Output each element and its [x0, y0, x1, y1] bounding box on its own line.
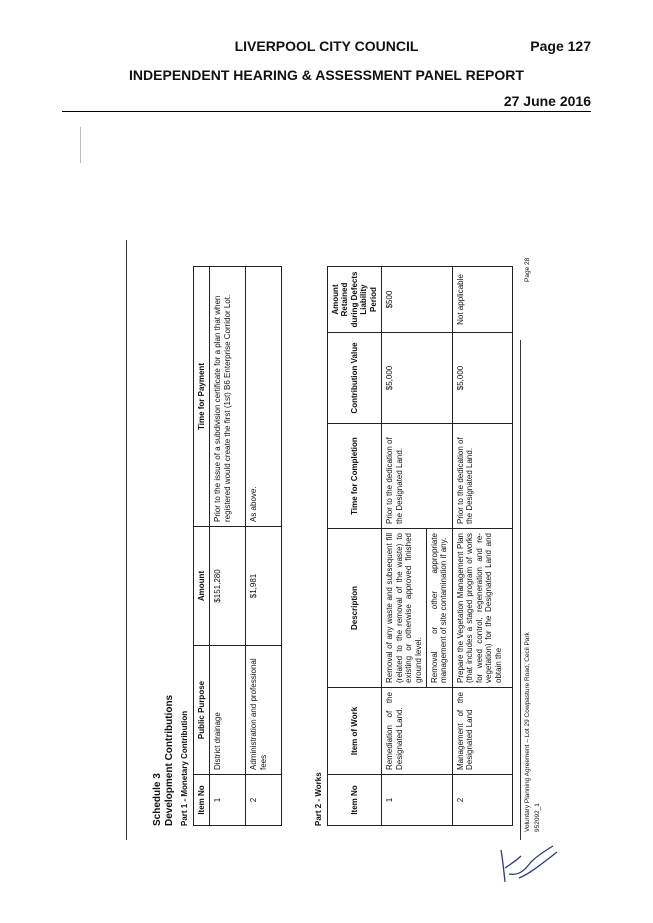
amount-retained: $500: [381, 266, 453, 333]
col-contribution-value: Contribution Value: [327, 332, 382, 424]
table-row: 1 District drainage $151,280 Prior to th…: [209, 266, 246, 826]
item-of-work: Management of the Designated Land: [452, 687, 513, 775]
description: Removal of any waste and subsequent fill…: [381, 528, 427, 688]
doc-top-rule: [126, 240, 127, 840]
contribution-value: $5,000: [452, 332, 513, 424]
public-purpose: Administration and professional fees: [245, 645, 282, 775]
amount: $151,280: [209, 526, 246, 646]
doc-footer: Voluntary Planning Agreement – Lot 29 Co…: [524, 632, 531, 832]
time-for-completion: Prior to the dedication of the Designate…: [381, 423, 453, 529]
item-no: 1: [381, 774, 453, 826]
description: Removal or other appropriate management …: [426, 528, 453, 688]
col-item-of-work: Item of Work: [327, 687, 382, 775]
item-no: 2: [452, 774, 513, 826]
time-for-completion: Prior to the dedication of the Designate…: [452, 423, 513, 529]
amount-retained: Not applicable: [452, 266, 513, 333]
works-table: Item No Item of Work Description Time fo…: [327, 266, 513, 826]
item-no: 1: [209, 774, 246, 826]
table-row: 2 Administration and professional fees $…: [245, 266, 282, 826]
table-header-row: Item No Item of Work Description Time fo…: [327, 266, 382, 826]
col-time-for-payment: Time for Payment: [193, 266, 210, 527]
col-public-purpose: Public Purpose: [193, 645, 210, 775]
report-date: 27 June 2016: [503, 93, 591, 109]
col-description: Description: [327, 528, 382, 688]
col-amount-retained: Amount Retained during Defects Liability…: [327, 266, 382, 333]
part2-heading: Part 2 - Works: [314, 772, 323, 826]
table-row: 2 Management of the Designated Land Prep…: [452, 266, 513, 826]
doc-footer-rule: [520, 340, 521, 840]
col-time-for-completion: Time for Completion: [327, 423, 382, 529]
monetary-contribution-table: Item No Public Purpose Amount Time for P…: [193, 266, 282, 826]
item-of-work: Remediation of the Designated Land.: [381, 687, 453, 775]
time-for-payment: As above.: [245, 266, 282, 527]
doc-page-number: Page 28: [524, 257, 531, 282]
page-number: Page 127: [530, 38, 591, 54]
time-for-payment: Prior to the issue of a subdivision cert…: [209, 266, 246, 527]
col-item-no: Item No: [193, 774, 210, 826]
table-header-row: Item No Public Purpose Amount Time for P…: [193, 266, 210, 826]
amount: $1,981: [245, 526, 282, 646]
col-amount: Amount: [193, 526, 210, 646]
schedule-heading: Schedule 3 Development Contributions: [152, 695, 176, 826]
doc-reference: 952092_1: [534, 803, 541, 832]
col-item-no: Item No: [327, 774, 382, 826]
schedule-title: Development Contributions: [164, 694, 175, 826]
table-row: 1 Remediation of the Designated Land. Re…: [381, 266, 453, 826]
schedule-number: Schedule 3: [152, 773, 163, 826]
public-purpose: District drainage: [209, 645, 246, 775]
contribution-value: $5,000: [381, 332, 453, 424]
council-name: LIVERPOOL CITY COUNCIL: [234, 38, 419, 54]
rotated-schedule-page: Schedule 3 Development Contributions Par…: [120, 220, 560, 860]
description: Prepare the Vegetation Management Plan (…: [452, 528, 513, 688]
scan-mark: [80, 127, 81, 163]
header-rule: [62, 111, 591, 112]
part1-heading: Part 1 - Monetary Contribution: [180, 710, 189, 826]
signature-initials: [500, 845, 558, 883]
report-title: INDEPENDENT HEARING & ASSESSMENT PANEL R…: [129, 67, 524, 83]
item-no: 2: [245, 774, 282, 826]
